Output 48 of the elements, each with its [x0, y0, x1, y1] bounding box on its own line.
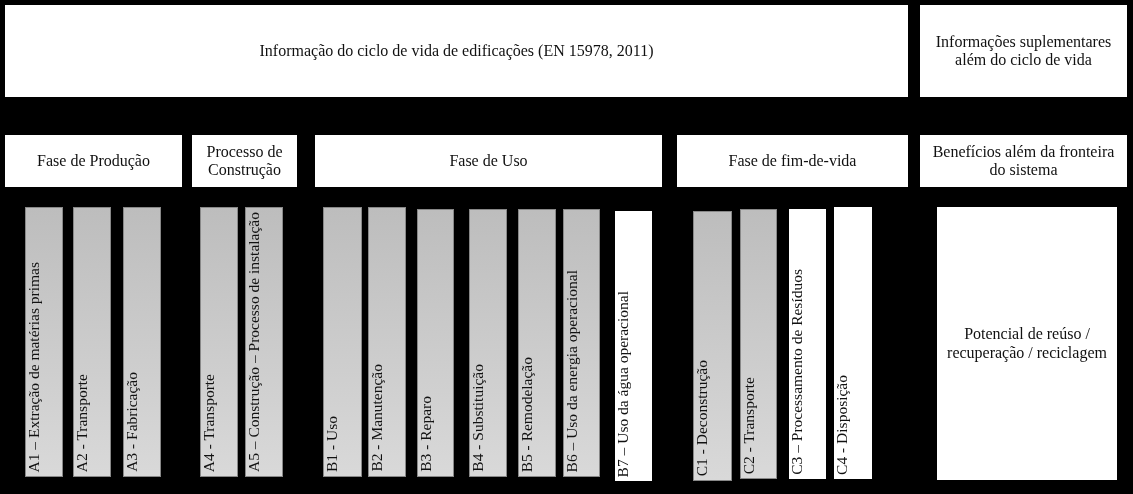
- module-label: B4 - Substituição: [470, 363, 487, 474]
- header-text: Benefícios além da fronteira do sistema: [931, 142, 1116, 180]
- module-bar: [323, 207, 362, 477]
- header-box: [677, 135, 908, 187]
- module-bar: [693, 211, 732, 481]
- header-box: [920, 5, 1127, 97]
- header-box: [5, 135, 182, 187]
- header-text: Informações suplementares além do ciclo de vida: [934, 32, 1113, 70]
- module-bar: [73, 207, 111, 477]
- module-label: A1 – Extração de matérias primas: [26, 260, 43, 474]
- module-label: B1 - Uso: [324, 415, 341, 474]
- header-box: [920, 135, 1127, 187]
- module-label: C4 - Disposição: [834, 374, 851, 477]
- header-text: Potencial de reúso / recuperação / reciclagem: [946, 325, 1108, 362]
- module-bar: [368, 207, 406, 477]
- module-bar: [25, 207, 63, 477]
- module-label: B2 - Manutenção: [369, 363, 386, 474]
- header-box: [192, 135, 297, 187]
- header-text: Fase de fim-de-vida: [727, 151, 858, 171]
- module-label: B5 - Remodelação: [519, 355, 536, 474]
- module-bar: [740, 209, 777, 479]
- module-label: C3 – Processamento de Resíduos: [789, 268, 806, 477]
- module-label: A2 - Transporte: [74, 372, 91, 474]
- module-bar: [417, 209, 454, 477]
- module-label: A5 – Construção – Processo de instalação: [246, 211, 263, 474]
- header-box: [315, 135, 662, 187]
- module-label: C2 - Transporte: [741, 375, 758, 476]
- module-label: C1 - Deconstrução: [694, 358, 711, 478]
- module-bar: [245, 207, 283, 477]
- module-bar: [123, 207, 161, 477]
- module-bar: [200, 207, 238, 477]
- module-label: B7 – Uso da água operacional: [615, 289, 632, 479]
- module-bar: [563, 209, 600, 477]
- header-text: Informação do ciclo de vida de edificações (EN 15978, 2011): [258, 41, 655, 61]
- header-text: Fase de Produção: [36, 151, 151, 171]
- module-bar: [834, 207, 872, 479]
- module-bar: [469, 209, 507, 477]
- header-box: [5, 5, 908, 97]
- module-bar: [518, 209, 556, 477]
- header-text: Fase de Uso: [448, 151, 529, 171]
- module-label: B3 - Reparo: [418, 395, 435, 474]
- module-label: A3 - Fabricação: [124, 371, 141, 474]
- header-text: Processo de Construção: [205, 142, 284, 180]
- module-label: B6 – Uso da energia operacional: [564, 268, 581, 474]
- benefit-box: [937, 207, 1117, 480]
- module-bar: [615, 211, 652, 481]
- module-bar: [789, 209, 826, 479]
- module-label: A4 - Transporte: [201, 372, 218, 474]
